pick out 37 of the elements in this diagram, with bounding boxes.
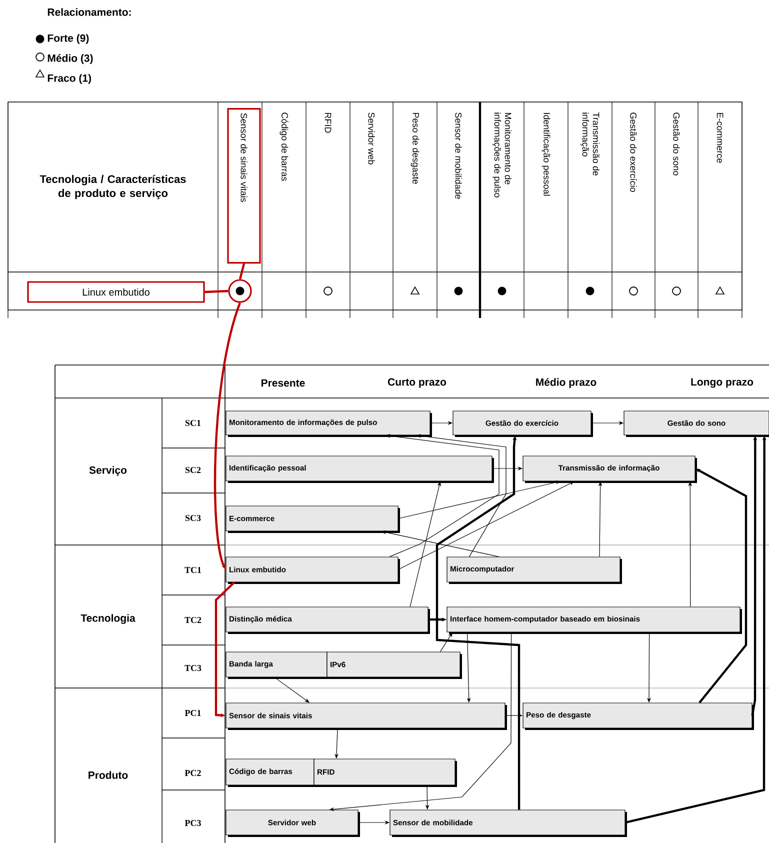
row-code: SC2 <box>185 466 201 474</box>
period-heading: Presente <box>262 379 305 387</box>
column-header: Peso de desgaste <box>410 112 420 184</box>
row-code: PC2 <box>184 770 201 776</box>
column-header: Identificação pessoal <box>542 113 550 196</box>
highlight-box: Sensor de sinais vitais <box>227 108 261 264</box>
connector-line <box>238 263 246 280</box>
column-header: Código de barras <box>280 112 288 181</box>
column-header: Gestão do sono <box>673 112 680 176</box>
category-label: Tecnologia <box>80 614 136 624</box>
column-header: RFID <box>324 112 332 133</box>
column-header: Monitoramento de informações de pulso <box>492 112 512 198</box>
row-code: SC1 <box>185 420 201 426</box>
row-code: TC2 <box>184 616 202 624</box>
connector-line <box>204 290 228 294</box>
row-code: TC3 <box>184 664 202 672</box>
column-header: Servidor web <box>368 112 375 164</box>
category-label: Serviço <box>89 466 127 476</box>
row-code: PC3 <box>184 820 201 826</box>
legend-item: Médio (3) <box>36 52 93 64</box>
period-heading: Médio prazo <box>536 378 596 388</box>
period-heading: Curto prazo <box>388 378 446 388</box>
highlight-box: Linux embutido <box>27 281 205 303</box>
arrow <box>398 481 574 570</box>
category-label: Produto <box>88 771 128 779</box>
highlight-circle <box>228 279 252 303</box>
column-header: Sensor de mobilidade <box>455 112 462 199</box>
header-cell: Tecnologia / Características de produto e serviço <box>40 174 186 200</box>
legend-item: Forte (9) <box>36 34 89 44</box>
column-header: Gestão do exercício <box>630 112 637 192</box>
column-header: E-commerce <box>716 112 724 163</box>
row-code: PC1 <box>184 710 201 716</box>
row-code: TC1 <box>184 566 202 574</box>
legend-title: Relacionamento: <box>48 8 131 16</box>
row-code: SC3 <box>185 514 201 522</box>
column-header: Transmissão de informação <box>580 112 600 176</box>
period-heading: Longo prazo <box>691 378 754 388</box>
